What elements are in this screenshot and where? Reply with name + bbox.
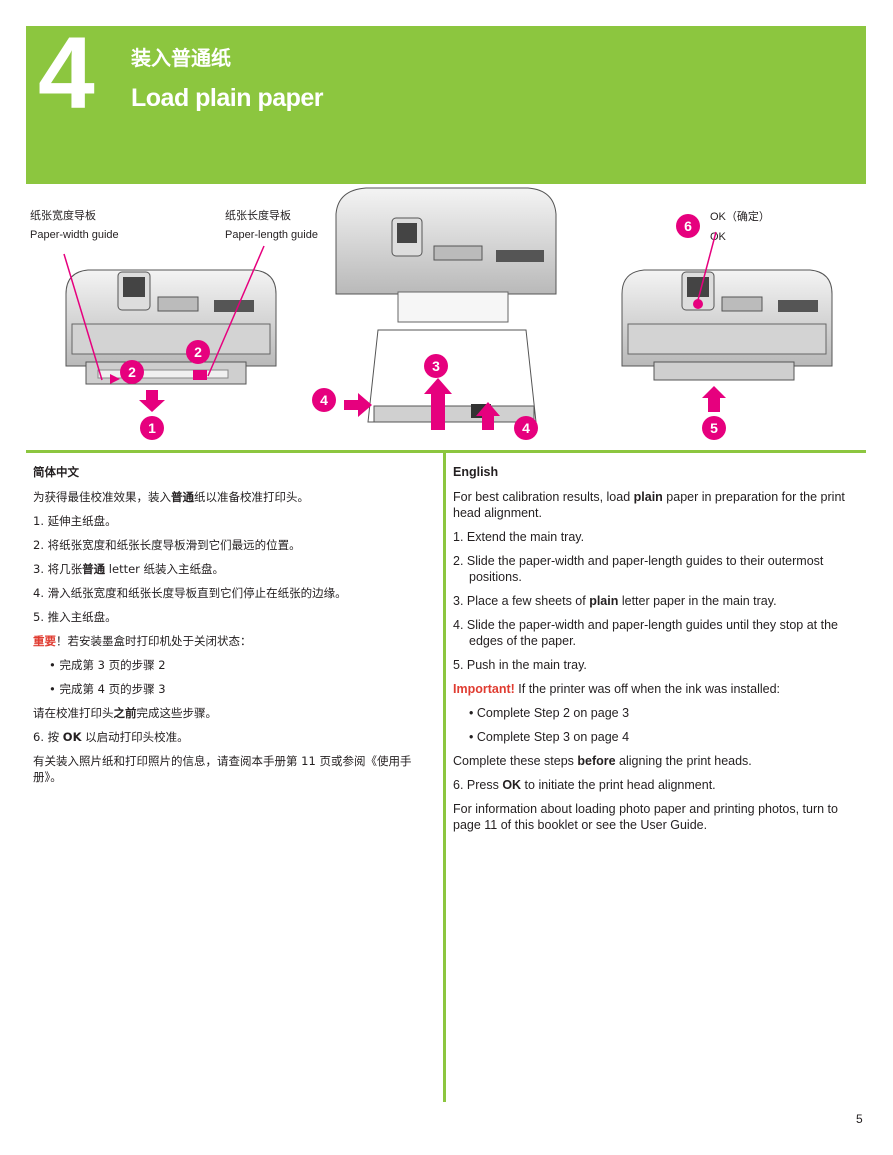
en-bullet-1: • Complete Step 2 on page 3 (469, 706, 630, 720)
cn-step-4: 4. 滑入纸张宽度和纸张长度导板直到它们停止在纸张的边缘。 (33, 586, 347, 600)
printer-left-icon (63, 245, 277, 412)
badge-6-text: 6 (684, 218, 692, 234)
column-divider (443, 452, 446, 1102)
cn-step-1: 1. 延伸主纸盘。 (33, 514, 117, 528)
badge-4b-text: 4 (522, 420, 530, 436)
title-chinese: 装入普通纸 (131, 46, 231, 70)
ok-label-cn: OK（确定） (710, 211, 770, 223)
en-important: Important! If the printer was off when t… (453, 682, 780, 696)
badge-2a-text: 2 (128, 364, 136, 380)
badge-5-text: 5 (710, 420, 718, 436)
english-column: English For best calibration results, lo… (453, 464, 863, 841)
badge-1-text: 1 (148, 420, 156, 436)
en-step-3: 3. Place a few sheets of plain letter pa… (453, 594, 777, 608)
badge-4a-text: 4 (320, 392, 328, 408)
badge-2a-icon (120, 360, 144, 384)
step-number: 4 (38, 16, 95, 130)
cn-step-6: 6. 按 OK 以启动打印头校准。 (33, 730, 189, 744)
en-heading: English (453, 465, 499, 479)
printer-illustration: 纸张宽度导板 Paper-width guide 纸张长度导板 Paper-le… (26, 184, 866, 452)
en-step-4: 4. Slide the paper-width and paper-lengt… (453, 618, 838, 648)
en-step-5: 5. Push in the main tray. (453, 658, 587, 672)
en-step-2: 2. Slide the paper-width and paper-lengt… (453, 554, 824, 584)
cn-intro: 为获得最佳校准效果，装入普通纸以准备校准打印头。 (33, 490, 309, 504)
en-step-6: 6. Press OK to initiate the print head a… (453, 778, 716, 792)
section-divider (26, 450, 866, 453)
badge-6-icon (676, 214, 700, 238)
cn-heading: 简体中文 (33, 465, 79, 479)
cn-info: 有关装入照片纸和打印照片的信息，请查阅本手册第 11 页或参阅《使用手册》。 (33, 754, 412, 784)
chinese-column: 简体中文 为获得最佳校准效果，装入普通纸以准备校准打印头。 1. 延伸主纸盘。 … (33, 464, 428, 793)
cn-before: 请在校准打印头之前完成这些步骤。 (33, 706, 217, 720)
badge-4b-icon (514, 416, 538, 440)
cn-step-3: 3. 将几张普通 letter 纸装入主纸盘。 (33, 562, 225, 576)
printer-center-icon (335, 187, 557, 430)
paper-width-guide-label-cn: 纸张宽度导板 (30, 210, 96, 222)
badge-5-icon (702, 416, 726, 440)
en-step-1: 1. Extend the main tray. (453, 530, 585, 544)
paper-width-guide-label-en: Paper-width guide (30, 229, 119, 241)
badge-1-icon (140, 416, 164, 440)
paper-length-guide-label-en: Paper-length guide (225, 229, 318, 241)
en-bullet-2: • Complete Step 3 on page 4 (469, 730, 630, 744)
cn-bullet-1: • 完成第 3 页的步骤 2 (49, 658, 166, 672)
step-header: 4 装入普通纸 Load plain paper (26, 22, 866, 184)
badge-4a-icon (312, 388, 336, 412)
cn-step-2: 2. 将纸张宽度和纸张长度导板滑到它们最远的位置。 (33, 538, 301, 552)
step-badges: 1 2 2 3 4 4 5 6 (120, 214, 726, 440)
paper-length-guide-label-cn: 纸张长度导板 (225, 210, 291, 222)
printer-right-icon (621, 231, 833, 412)
cn-bullet-2: • 完成第 4 页的步骤 3 (49, 682, 166, 696)
cn-important: 重要！若安装墨盒时打印机处于关闭状态： (33, 634, 252, 648)
badge-3-icon (424, 354, 448, 378)
printers-drawing: 1 2 2 3 4 4 5 6 (63, 187, 833, 440)
badge-3-text: 3 (432, 358, 440, 374)
badge-2b-icon (186, 340, 210, 364)
en-intro: For best calibration results, load plain… (453, 490, 845, 520)
page-number: 5 (856, 1112, 863, 1126)
cn-step-5: 5. 推入主纸盘。 (33, 610, 117, 624)
en-info: For information about loading photo pape… (453, 802, 838, 832)
badge-2b-text: 2 (194, 344, 202, 360)
en-before: Complete these steps before aligning the… (453, 754, 752, 768)
title-english: Load plain paper (131, 84, 324, 112)
